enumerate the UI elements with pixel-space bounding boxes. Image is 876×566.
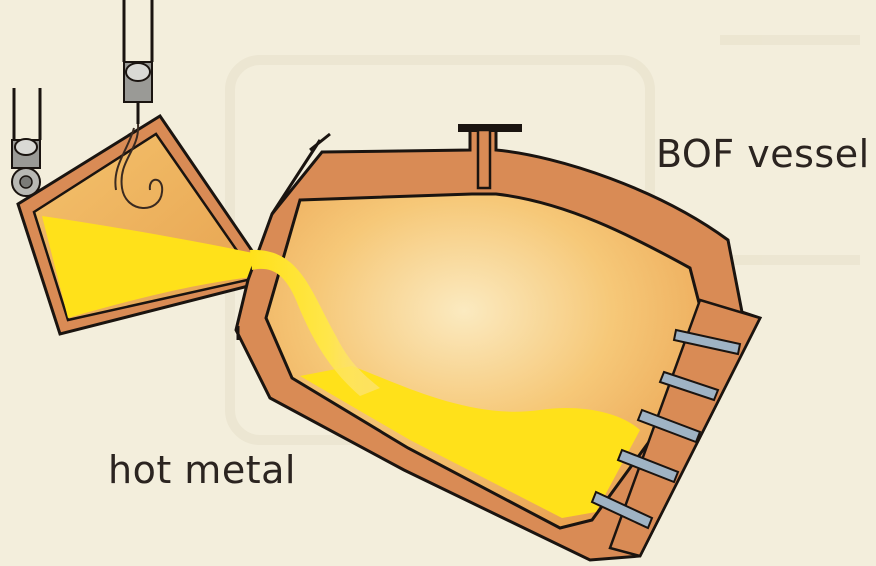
pulley-block-right xyxy=(124,62,152,124)
pulley-block-left xyxy=(12,139,40,196)
label-bof-vessel: BOF vessel xyxy=(656,132,870,176)
label-hot-metal: hot metal xyxy=(108,448,296,492)
